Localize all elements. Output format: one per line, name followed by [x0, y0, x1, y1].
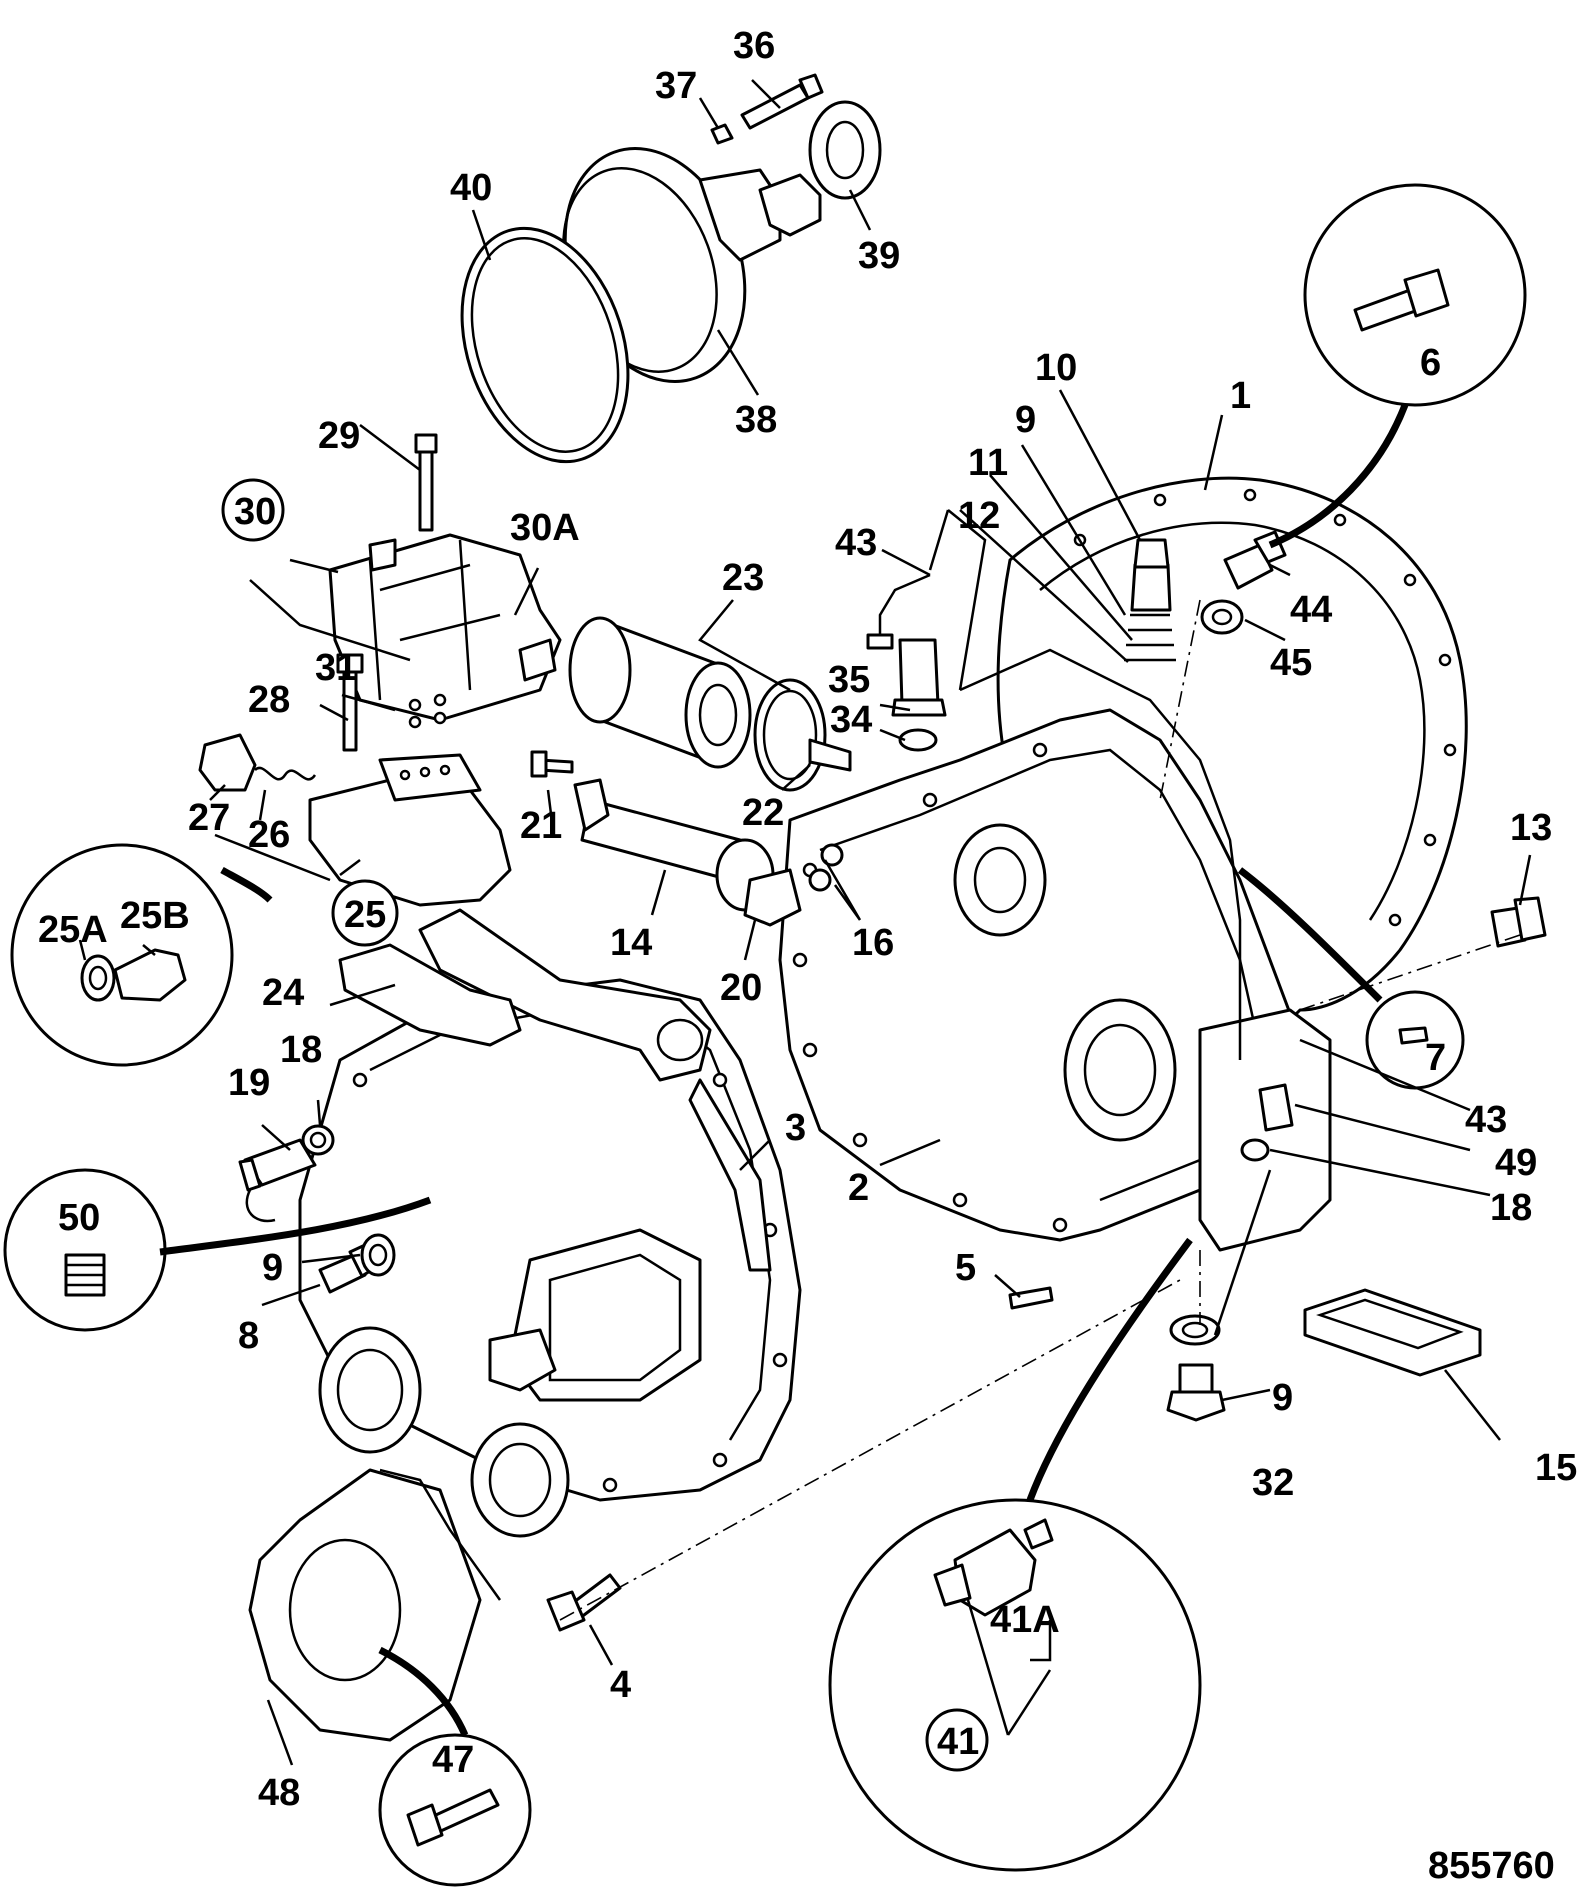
oring-31-part — [408, 698, 422, 712]
detail-circle-50 — [3, 1168, 167, 1332]
dowel-5-part — [1008, 1286, 1054, 1310]
spring-22-part — [808, 738, 852, 772]
callout-35: 35 — [828, 659, 870, 701]
callout-50: 50 — [58, 1197, 100, 1239]
callout-47: 47 — [432, 1739, 474, 1781]
callout-43-right: 43 — [1465, 1099, 1507, 1141]
callout-8: 8 — [238, 1315, 259, 1357]
callout-34: 34 — [830, 699, 872, 741]
callout-7: 7 — [1425, 1037, 1446, 1079]
flange-plate-part — [248, 1468, 482, 1742]
callout-39: 39 — [858, 235, 900, 277]
callout-6: 6 — [1420, 342, 1441, 384]
leader-lines — [78, 79, 1532, 1766]
callout-11: 11 — [968, 442, 1008, 484]
filter-part — [568, 616, 827, 792]
seal-part — [808, 100, 882, 200]
callout-32: 32 — [1252, 1462, 1294, 1504]
fitting-44-part — [1223, 543, 1274, 590]
callout-23: 23 — [722, 557, 764, 599]
callout-31: 31 — [315, 647, 357, 689]
detail-circle-47 — [378, 1733, 532, 1887]
callout-41: 41 — [937, 1721, 979, 1763]
detail-circle-25 — [10, 843, 234, 1067]
callout-28: 28 — [248, 679, 290, 721]
callout-9-left: 9 — [262, 1247, 283, 1289]
callout-9-right: 9 — [1272, 1377, 1293, 1419]
callout-10: 10 — [1035, 347, 1077, 389]
callout-4: 4 — [610, 1664, 631, 1706]
washer-45-part — [1200, 599, 1244, 635]
callout-13: 13 — [1510, 807, 1552, 849]
callout-36: 36 — [733, 25, 775, 67]
seal-18-right-part — [1240, 1138, 1270, 1162]
connector-49-part — [1258, 1083, 1294, 1132]
callout-24: 24 — [262, 972, 304, 1014]
pipe-14-part — [573, 778, 802, 927]
callout-38: 38 — [735, 399, 777, 441]
elbow-pipe-part — [878, 573, 931, 640]
sensor-35-part — [898, 638, 940, 707]
callout-1: 1 — [1230, 375, 1251, 417]
callout-30: 30 — [234, 491, 276, 533]
screw-29-part — [418, 448, 434, 532]
callout-25B: 25B — [120, 895, 190, 937]
callout-27: 27 — [188, 797, 230, 839]
callout-12: 12 — [958, 495, 1000, 537]
callout-48: 48 — [258, 1772, 300, 1814]
callout-labels: 1 2 3 4 5 6 7 8 9 9 9 10 11 12 13 14 15 … — [38, 25, 1577, 1814]
callout-26: 26 — [248, 814, 290, 856]
callout-22: 22 — [742, 792, 784, 834]
callout-20: 20 — [720, 967, 762, 1009]
washer-9-right-part — [1169, 1314, 1221, 1346]
callout-45: 45 — [1270, 642, 1312, 684]
callout-18-left: 18 — [280, 1029, 322, 1071]
callout-5: 5 — [955, 1247, 976, 1289]
callout-44: 44 — [1290, 589, 1332, 631]
plug-10-part — [1130, 563, 1172, 612]
circled-callouts: 30 25 41 50 47 — [58, 478, 989, 1781]
washer-9-left-part — [360, 1233, 396, 1277]
drawing-reference-number: 855760 — [1428, 1845, 1555, 1887]
callout-15: 15 — [1535, 1447, 1577, 1489]
callout-2: 2 — [848, 1167, 869, 1209]
washer-34-part — [898, 728, 938, 752]
callout-40: 40 — [450, 167, 492, 209]
callout-43-top: 43 — [835, 522, 877, 564]
detail-circle-6 — [1303, 183, 1527, 407]
callout-30A: 30A — [510, 507, 580, 549]
callout-49: 49 — [1495, 1142, 1537, 1184]
valve-body-part — [198, 733, 512, 907]
callout-16: 16 — [852, 922, 894, 964]
plate-part — [338, 943, 522, 1047]
seal-18-left-part — [301, 1124, 335, 1156]
callout-25: 25 — [344, 894, 386, 936]
pipe-part — [959, 648, 1242, 1060]
callout-37: 37 — [655, 65, 697, 107]
pin-16-part — [820, 843, 844, 867]
callout-41A: 41A — [990, 1599, 1060, 1641]
callout-18-right: 18 — [1490, 1187, 1532, 1229]
callout-29: 29 — [318, 415, 360, 457]
detail-circle-41 — [828, 1498, 1202, 1872]
callout-19: 19 — [228, 1062, 270, 1104]
nut-37-part — [710, 123, 734, 145]
centre-line — [559, 1279, 1181, 1621]
front-casing-part — [298, 978, 802, 1538]
bolt-36-part — [740, 83, 810, 130]
callout-3: 3 — [785, 1107, 806, 1149]
callout-9-top: 9 — [1015, 399, 1036, 441]
callout-21: 21 — [520, 805, 562, 847]
oring-part — [460, 226, 630, 464]
valve-block-part — [328, 533, 562, 722]
callout-25A: 25A — [38, 909, 108, 951]
detail-leader — [1268, 403, 1409, 549]
cover-plate-15-part — [1303, 1288, 1482, 1377]
callout-14: 14 — [610, 922, 652, 964]
